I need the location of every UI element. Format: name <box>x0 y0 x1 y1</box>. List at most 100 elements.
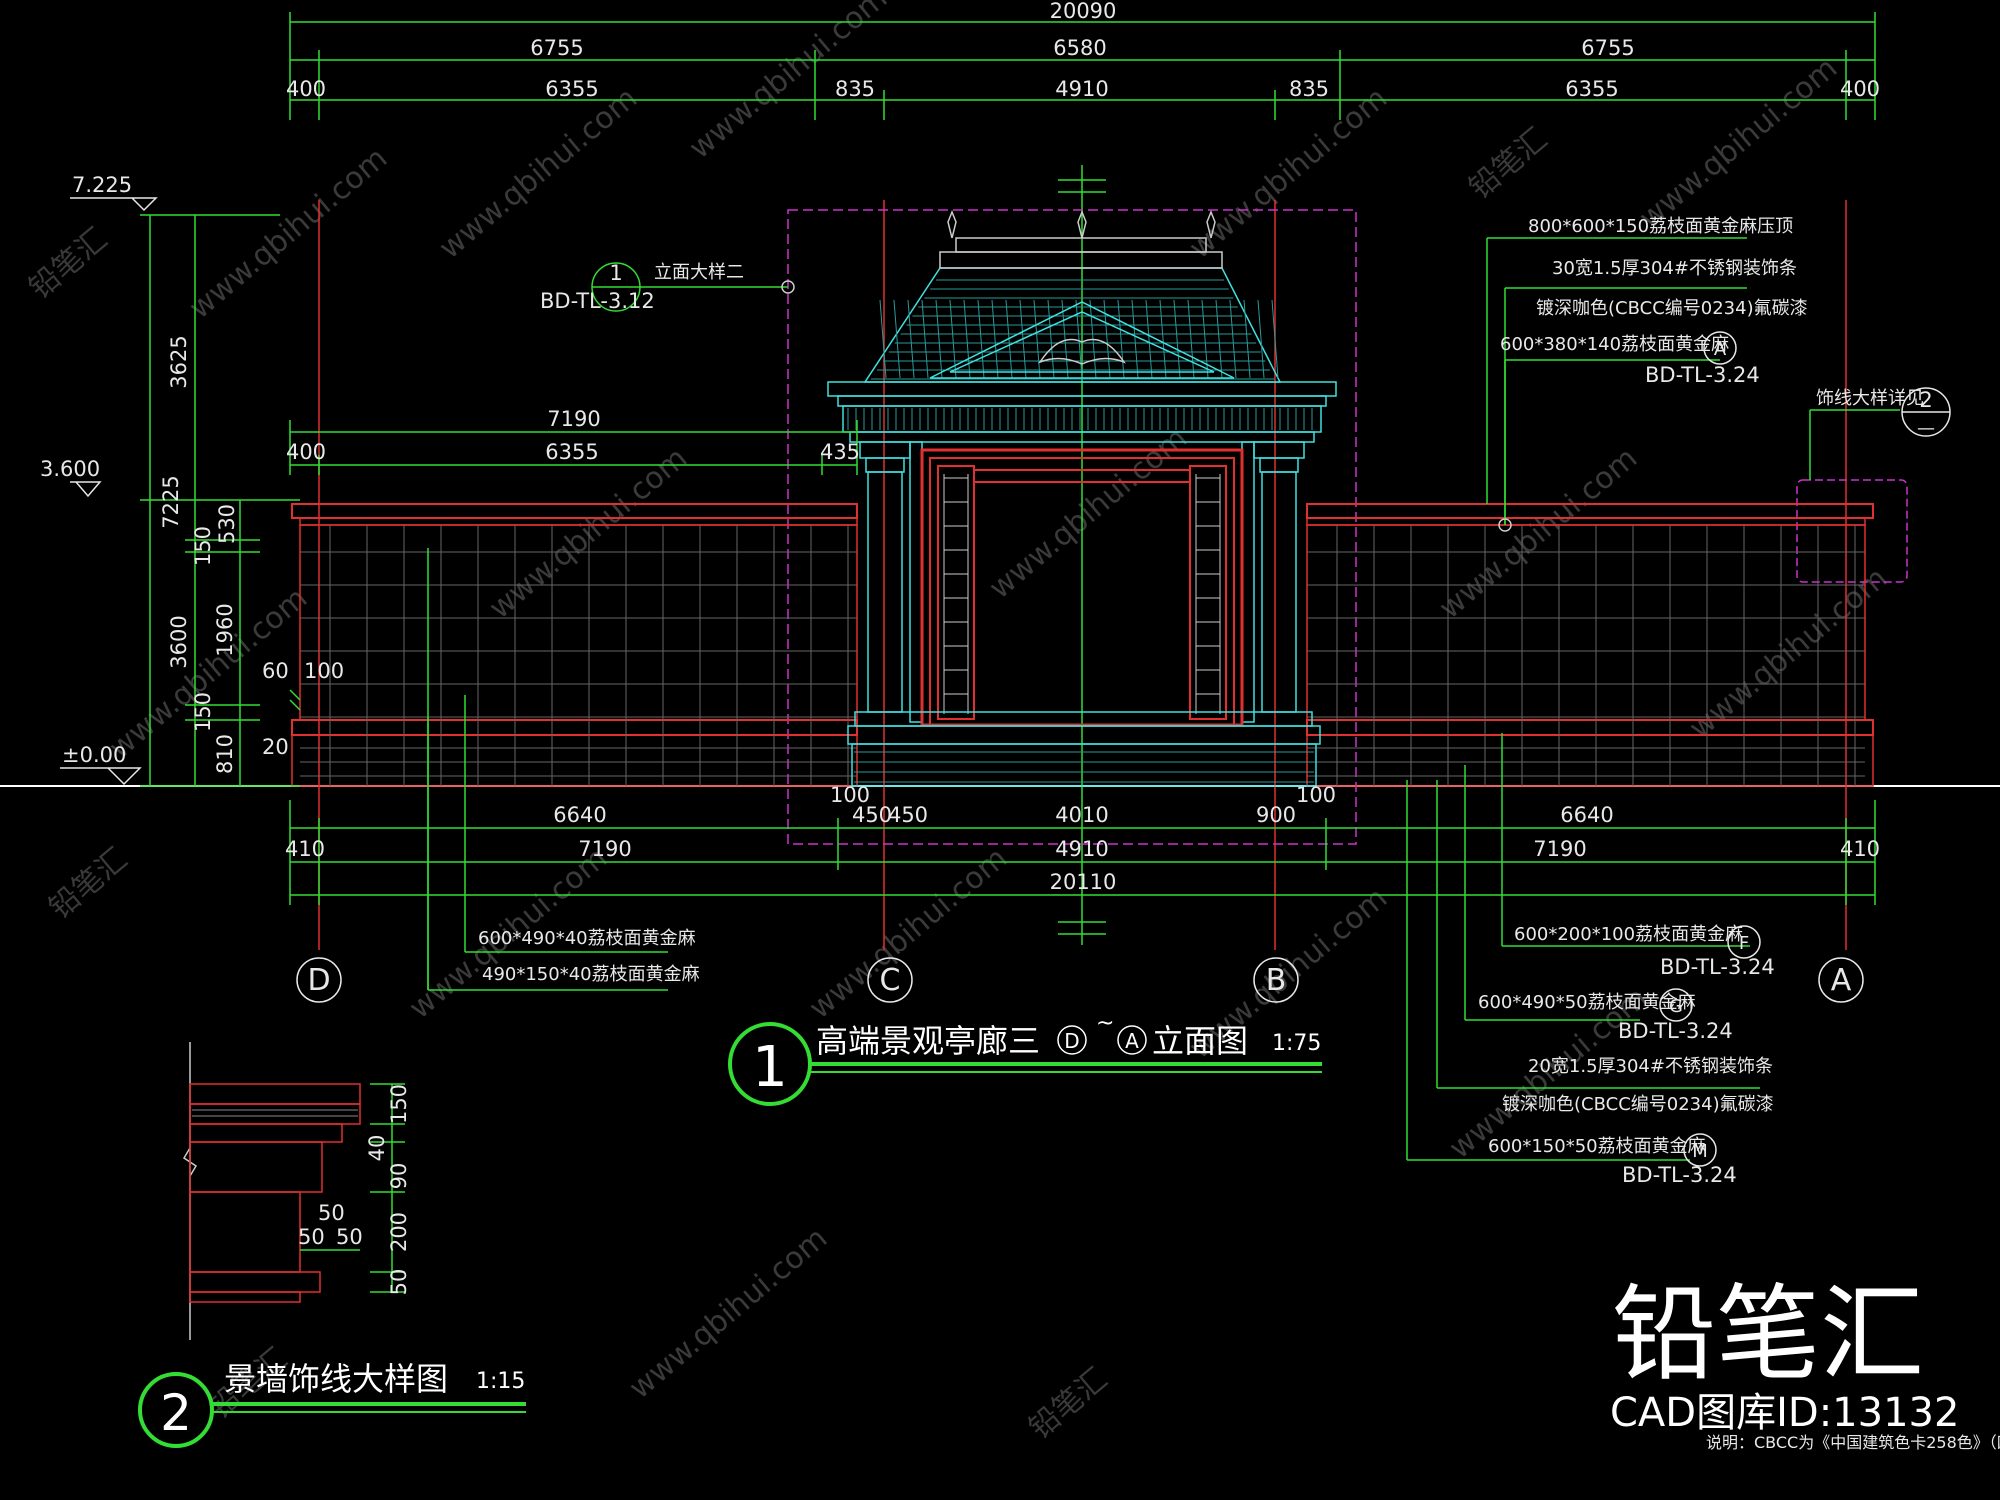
axis-label: B <box>1266 963 1287 998</box>
brand-logo: 铅笔汇 <box>1612 1273 1924 1395</box>
watermark-url: www.qbihui.com <box>1183 81 1395 266</box>
dim-bottom: 7190 <box>1533 837 1586 861</box>
callout-text: 600*200*100荔枝面黄金麻 <box>1514 924 1743 945</box>
detail-num: 1 <box>609 261 622 285</box>
callout-text: 饰线大样详见 <box>1816 388 1924 409</box>
dim-vertical: 100 <box>304 659 344 683</box>
callout-text: 镀深咖色(CBCC编号0234)氟碳漆 <box>1536 298 1808 319</box>
tag-letter: G <box>1669 996 1683 1017</box>
dim-vertical: 150 <box>191 526 215 566</box>
title-num: 2 <box>160 1384 192 1442</box>
dim-vertical: 1960 <box>213 603 237 656</box>
top-dimension-chain <box>289 12 1876 120</box>
dim-top-sub: 4910 <box>1055 77 1108 101</box>
dim-top-sub: 400 <box>1840 77 1880 101</box>
callout-text: 490*150*40荔枝面黄金麻 <box>482 964 700 985</box>
dim-bottom: 450 <box>888 803 928 827</box>
left-bottom-leaders <box>427 548 668 991</box>
watermark-url: www.qbihui.com <box>1633 51 1845 236</box>
right-bottom-leaders <box>1406 733 1760 1161</box>
dim-vertical: 7225 <box>159 475 183 528</box>
dim-wall-sub: 6355 <box>545 440 598 464</box>
title-scale: 1:75 <box>1272 1031 1321 1056</box>
title-from: D <box>1064 1029 1079 1053</box>
tag-ref: BD-TL-3.24 <box>1660 955 1775 979</box>
right-wall <box>1306 503 1874 787</box>
level-ground: ±0.00 <box>62 743 126 767</box>
callout-text: 600*490*40荔枝面黄金麻 <box>478 928 696 949</box>
pavilion <box>827 209 1337 787</box>
dim-bottom: 100 <box>1296 783 1336 807</box>
dim-bottom: 6640 <box>553 803 606 827</box>
title-tilde: ~ <box>1096 1011 1114 1036</box>
dim-bottom: 4910 <box>1055 837 1108 861</box>
detail-ref: BD-TL-3.12 <box>540 289 655 313</box>
callout-text: 30宽1.5厚304#不锈钢装饰条 <box>1552 258 1797 279</box>
callout-text: 600*380*140荔枝面黄金麻 <box>1500 334 1729 355</box>
callout-text: 600*490*50荔枝面黄金麻 <box>1478 992 1696 1013</box>
tag-ref: BD-TL-3.24 <box>1645 363 1760 387</box>
detail-dim: 200 <box>387 1212 411 1252</box>
watermark-url: www.qbihui.com <box>183 141 395 326</box>
detail-dim: 50 <box>387 1269 411 1296</box>
dim-bottom: 4010 <box>1055 803 1108 827</box>
watermark-text: 铅笔汇 <box>43 841 134 926</box>
callout-text: 20宽1.5厚304#不锈钢装饰条 <box>1528 1056 1773 1077</box>
watermark-url: www.qbihui.com <box>1683 561 1895 746</box>
detail-dim: 50 <box>318 1201 345 1225</box>
level-markers <box>60 197 158 786</box>
tag-letter: F <box>1739 933 1749 954</box>
dim-bottom: 410 <box>285 837 325 861</box>
title-num: 1 <box>752 1035 788 1100</box>
axis-label: D <box>307 963 330 998</box>
watermark-url: www.qbihui.com <box>803 841 1015 1026</box>
title-to: A <box>1125 1029 1139 1053</box>
brand-id: CAD图库ID:13132 <box>1610 1390 1959 1436</box>
detail-dim: 50 <box>336 1225 363 1249</box>
centerline <box>1058 165 1106 945</box>
molding-detail <box>182 1042 361 1340</box>
detail-frame <box>787 209 1357 845</box>
dim-bottom: 7190 <box>578 837 631 861</box>
dim-top-mid: 6580 <box>1053 36 1106 60</box>
watermark-url: www.qbihui.com <box>1433 441 1645 626</box>
level-top: 7.225 <box>72 173 132 197</box>
level-mid: 3.600 <box>40 457 100 481</box>
detail-dim: 90 <box>387 1163 411 1190</box>
dim-vertical: 150 <box>191 692 215 732</box>
title-text: 景墙饰线大样图 <box>224 1360 448 1398</box>
title-text: 高端景观亭廊三 <box>816 1022 1040 1060</box>
right-top-leaders <box>1486 237 1900 525</box>
watermark-url: www.qbihui.com <box>983 421 1195 606</box>
dim-vertical: 810 <box>213 734 237 774</box>
dim-top-sub: 835 <box>835 77 875 101</box>
tag-bubble <box>1703 331 1737 365</box>
dim-vertical: 3625 <box>167 335 191 388</box>
dim-total-top: 20090 <box>1050 0 1117 23</box>
detail-num: 2 <box>1919 388 1932 412</box>
title-bubble <box>138 1372 214 1448</box>
tag-letter: M <box>1692 1141 1708 1162</box>
dim-vertical: 20 <box>262 735 289 759</box>
dim-vertical: 3600 <box>167 615 191 668</box>
left-vertical-dims <box>140 214 301 787</box>
axis-label: A <box>1831 963 1852 998</box>
tag-ref: BD-TL-3.24 <box>1622 1163 1737 1187</box>
dim-top-sub: 400 <box>286 77 326 101</box>
dim-top-mid: 6755 <box>1581 36 1634 60</box>
detail-text: 立面大样二 <box>654 262 744 283</box>
left-wall <box>291 503 858 787</box>
watermark-url: www.qbihui.com <box>623 1221 835 1406</box>
watermark-text: 铅笔汇 <box>1463 121 1554 206</box>
bottom-dimension-chain <box>289 800 1876 905</box>
detail-sub: — <box>1917 418 1935 439</box>
dim-bottom: 900 <box>1256 803 1296 827</box>
detail-frame-small <box>1796 479 1908 583</box>
dim-wall-sub: 400 <box>286 440 326 464</box>
dim-wall-total: 7190 <box>547 407 600 431</box>
dim-top-sub: 835 <box>1289 77 1329 101</box>
dim-top-mid: 6755 <box>530 36 583 60</box>
wall-dim-chain <box>289 420 858 475</box>
detail2-dims <box>300 1083 405 1293</box>
